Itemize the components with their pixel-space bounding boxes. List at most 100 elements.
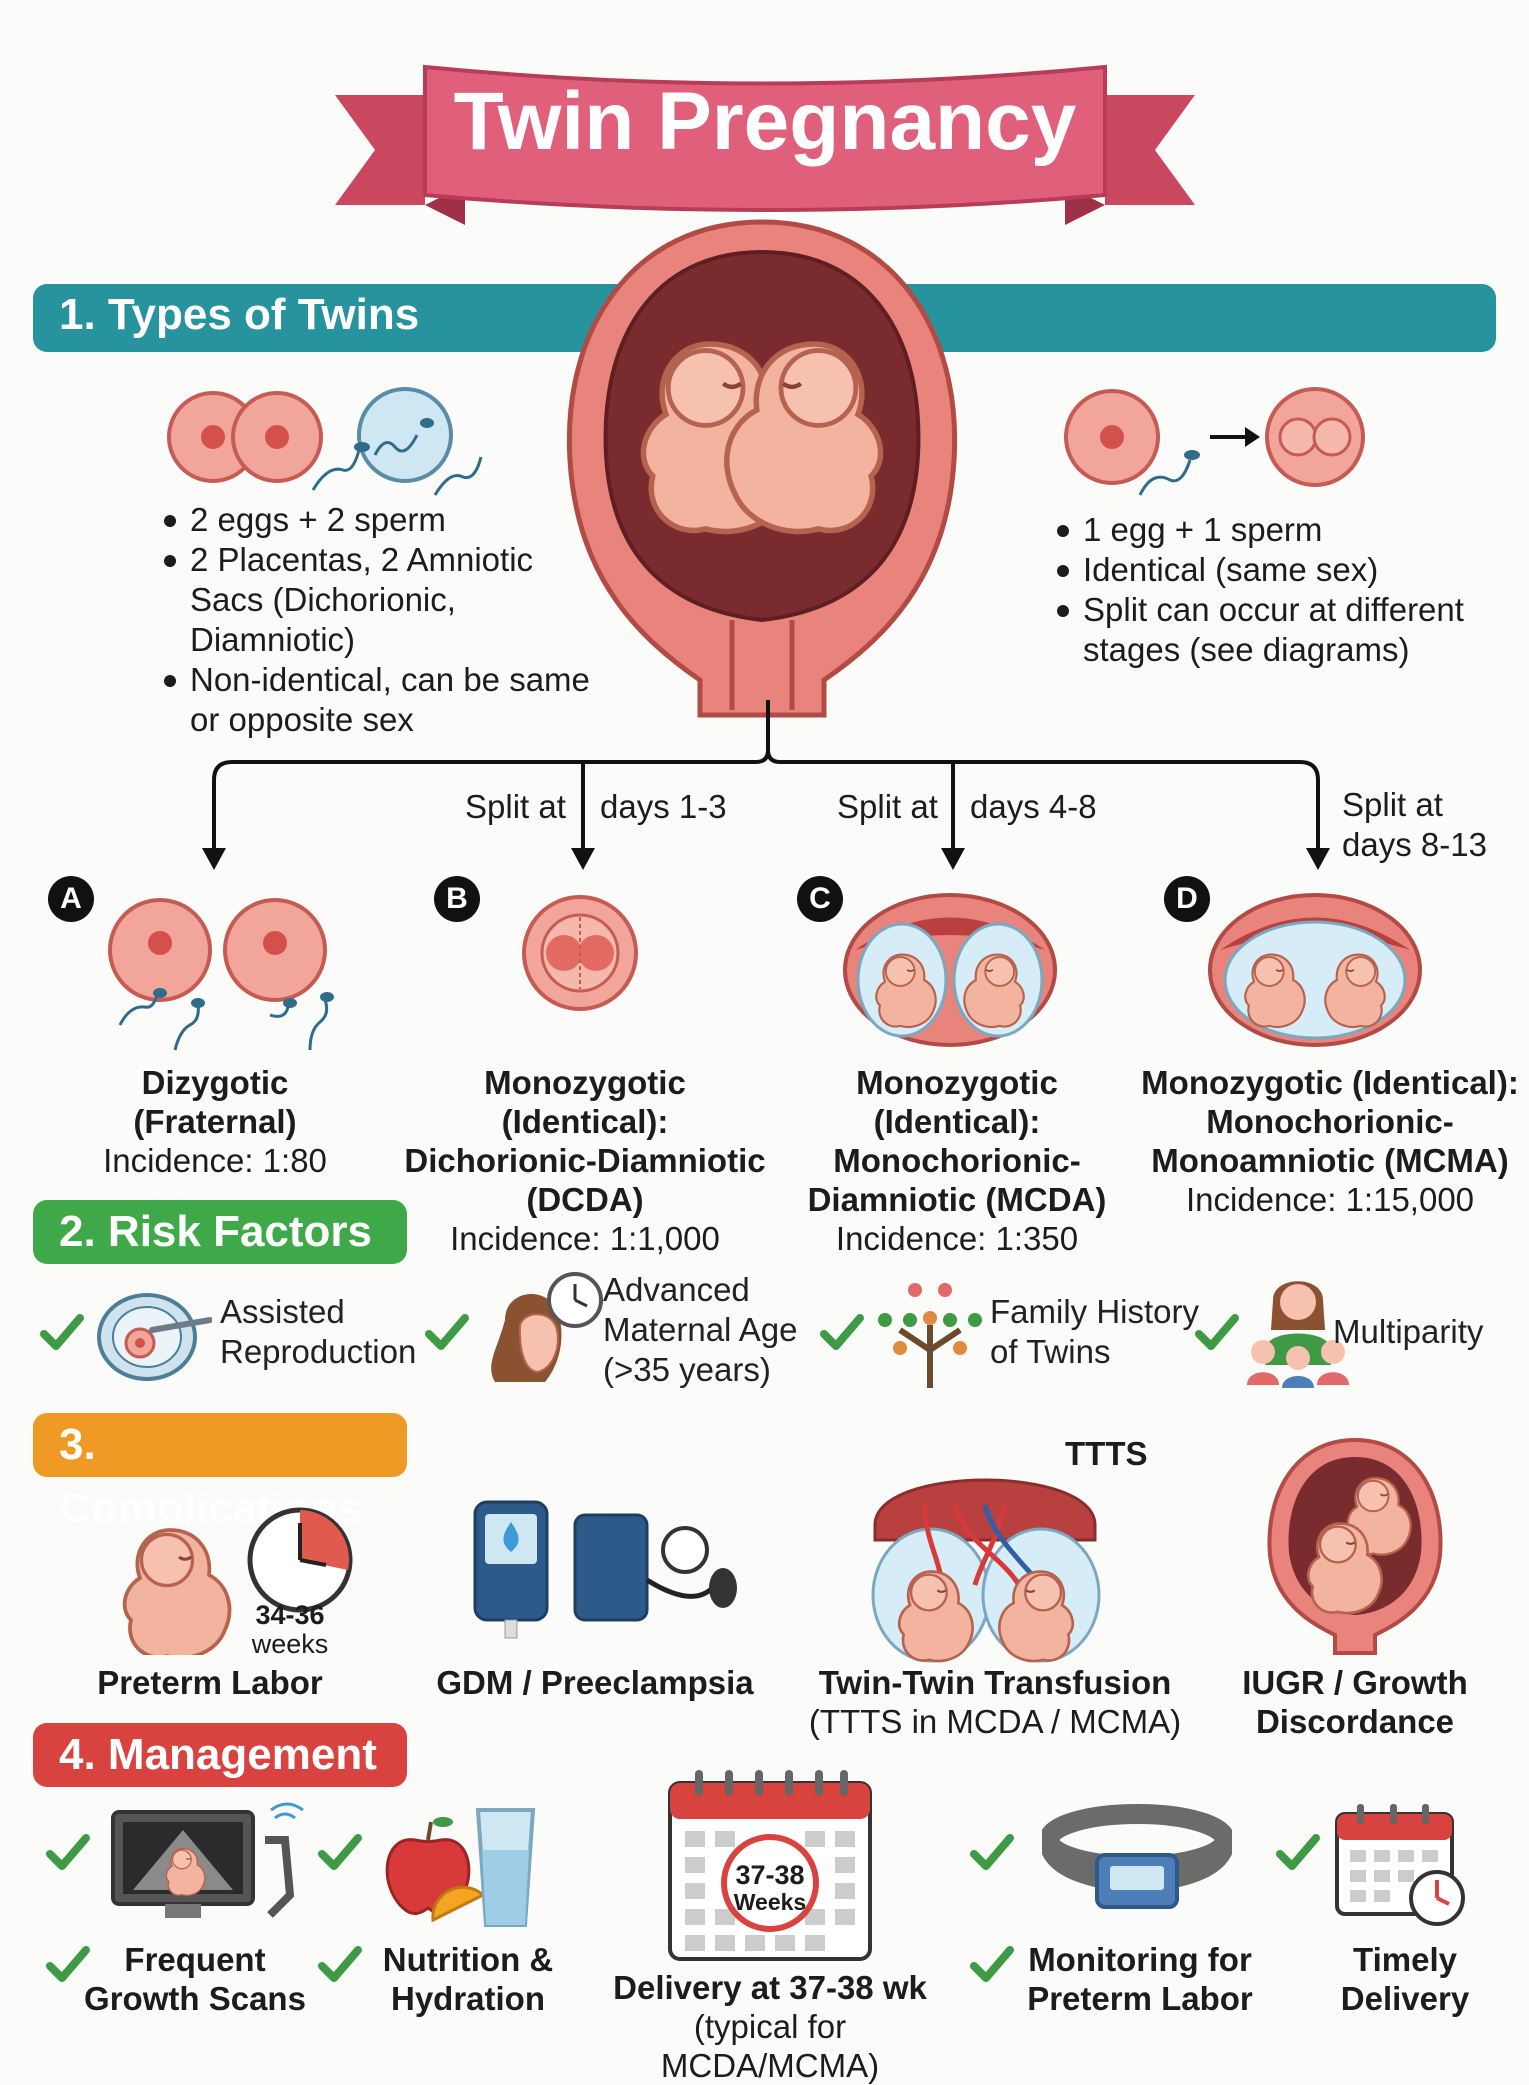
risk-label: Advanced Maternal Age (>35 years) xyxy=(603,1270,797,1390)
uterus-twins-icon xyxy=(1267,1437,1443,1655)
family-tree-icon xyxy=(878,1283,982,1388)
split-d-line2: days 8-13 xyxy=(1342,826,1487,863)
bullet-item: Split can occur at different stages (see… xyxy=(1055,590,1495,670)
dizygotic-bullet-list: 2 eggs + 2 sperm 2 Placentas, 2 Amniotic… xyxy=(162,500,612,740)
mcma-sac-icon xyxy=(1205,880,1425,1050)
apple-water-icon xyxy=(385,1808,536,1927)
title-banner: Twin Pregnancy xyxy=(335,55,1195,230)
type-incidence: Incidence: 1:15,000 xyxy=(1185,1181,1475,1218)
type-name: Monozygotic (Identical): xyxy=(1141,1064,1519,1101)
management-label: Monitoring for Preterm Labor xyxy=(1010,1940,1270,2018)
glucometer-bp-cuff-icon xyxy=(473,1500,737,1639)
check-icon xyxy=(46,1834,90,1870)
type-b-label: Monozygotic (Identical): Dichorionic-Dia… xyxy=(400,1063,770,1258)
complication-ttts: TTTS Twin-Twin Transfusion (TTTS in MCDA… xyxy=(800,1430,1200,1740)
management-label-line: Monitoring for xyxy=(1028,1941,1252,1978)
complication-iugr: IUGR / Growth Discordance xyxy=(1215,1430,1495,1740)
bullet-item: 2 eggs + 2 sperm xyxy=(162,500,612,540)
type-d-label: Monozygotic (Identical): Monochorionic- … xyxy=(1140,1063,1520,1219)
risk-label: Multiparity xyxy=(1333,1313,1484,1350)
management-label-line: Preterm Labor xyxy=(1027,1980,1253,2017)
monozygotic-bullet-list: 1 egg + 1 sperm Identical (same sex) Spl… xyxy=(1055,510,1495,670)
bullet-item: Identical (same sex) xyxy=(1055,550,1495,590)
uterus-illustration xyxy=(562,210,962,720)
split-b-days: days 1-3 xyxy=(600,788,727,825)
fetus-clock-icon xyxy=(122,1507,353,1655)
fetal-monitor-belt-icon xyxy=(1042,1804,1232,1909)
complication-label: GDM / Preeclampsia xyxy=(436,1664,754,1701)
management-delivery-37-38: 37-38 Weeks Delivery at 37-38 wk (typica… xyxy=(585,1760,955,2084)
section-management-title: 4. Management xyxy=(59,1730,377,1779)
complication-preterm: 34-36 weeks Preterm Labor xyxy=(60,1495,360,1705)
risk-label-line: (>35 years) xyxy=(603,1351,771,1388)
section-complications-header: 3. Complications xyxy=(33,1413,407,1533)
risk-factor-maternal-age: Advanced Maternal Age (>35 years) xyxy=(425,1270,815,1400)
management-nutrition: Nutrition & Hydration xyxy=(318,1800,578,2020)
type-c-marker: C xyxy=(797,876,843,922)
risk-label: Family History of Twins xyxy=(990,1292,1199,1372)
type-incidence: Incidence: 1:350 xyxy=(835,1220,1079,1257)
complication-label: IUGR / Growth xyxy=(1242,1664,1468,1701)
woman-clock-icon xyxy=(491,1272,603,1382)
risk-factor-family-history: Family History of Twins xyxy=(820,1280,1200,1390)
calendar-weeks-number: 37-38 xyxy=(735,1860,805,1890)
type-a-marker: A xyxy=(48,876,94,922)
risk-label-line: of Twins xyxy=(990,1333,1111,1370)
complication-gdm: GDM / Preeclampsia xyxy=(425,1490,765,1701)
ribbon-shape xyxy=(335,64,1195,225)
preterm-weeks-unit: weeks xyxy=(251,1629,329,1659)
calendar-weeks-unit: Weeks xyxy=(733,1889,807,1915)
type-name: Dichorionic-Diamniotic xyxy=(404,1142,766,1179)
type-name: Dizygotic xyxy=(141,1064,289,1101)
complication-sublabel: Discordance xyxy=(1255,1703,1455,1740)
complication-label: Preterm Labor xyxy=(97,1664,323,1701)
type-incidence: Incidence: 1:1,000 xyxy=(450,1220,720,1257)
split-arrows xyxy=(0,700,1529,880)
management-label-line: Growth Scans xyxy=(84,1980,306,2017)
check-icon xyxy=(40,1314,84,1350)
management-label-line: Frequent xyxy=(124,1941,266,1978)
type-a-label: Dizygotic (Fraternal) Incidence: 1:80 xyxy=(40,1063,390,1180)
split-c-prefix: Split at xyxy=(837,788,938,825)
dizygotic-eggs-icon xyxy=(80,885,350,1055)
calendar-icon xyxy=(668,1770,872,1961)
management-label-line: Timely xyxy=(1353,1941,1457,1978)
calendar-clock-icon xyxy=(1335,1804,1465,1926)
section-types-title: 1. Types of Twins xyxy=(59,290,420,339)
complication-label: Twin-Twin Transfusion xyxy=(818,1664,1172,1701)
management-label: Delivery at 37-38 wk xyxy=(613,1969,927,2006)
check-icon xyxy=(1195,1314,1239,1350)
check-icon xyxy=(318,1834,362,1870)
ttts-tag: TTTS xyxy=(1065,1435,1148,1472)
one-egg-split-icon xyxy=(1060,385,1370,505)
dcda-split-egg-icon xyxy=(515,895,645,1015)
section-risk-header: 2. Risk Factors xyxy=(33,1200,407,1264)
ultrasound-icon xyxy=(111,1802,304,1918)
type-name: Monoamniotic (MCMA) xyxy=(1151,1142,1509,1179)
bullet-item: Non-identical, can be same or opposite s… xyxy=(162,660,612,740)
risk-label-line: Maternal Age xyxy=(603,1311,798,1348)
management-label-line: Nutrition & xyxy=(382,1941,554,1978)
split-b-prefix: Split at xyxy=(465,788,566,825)
two-eggs-two-sperm-icon xyxy=(165,385,485,505)
management-scans: Frequent Growth Scans xyxy=(40,1800,340,2020)
risk-label-line: Advanced xyxy=(603,1271,750,1308)
type-incidence: Incidence: 1:80 xyxy=(103,1142,327,1179)
type-name: Monozygotic (Identical): xyxy=(484,1064,686,1140)
management-label-line: Delivery xyxy=(1340,1980,1470,2017)
type-name: Monozygotic (Identical): xyxy=(856,1064,1058,1140)
check-icon xyxy=(425,1314,469,1350)
bullet-item: 2 Placentas, 2 Amniotic Sacs (Dichorioni… xyxy=(162,540,612,660)
risk-factor-assisted: Assisted Reproduction xyxy=(40,1280,420,1390)
check-icon xyxy=(820,1314,864,1350)
section-risk-title: 2. Risk Factors xyxy=(59,1207,373,1256)
mother-children-icon xyxy=(1247,1281,1349,1388)
type-c-label: Monozygotic (Identical): Monochorionic- … xyxy=(772,1063,1142,1258)
management-sublabel: (typical for MCDA/MCMA) xyxy=(660,2008,880,2084)
type-name: Monochorionic- xyxy=(833,1142,1081,1179)
type-d-marker: D xyxy=(1164,876,1210,922)
section-management-header: 4. Management xyxy=(33,1723,407,1787)
risk-factor-multiparity: Multiparity xyxy=(1195,1270,1515,1400)
bullet-item: 1 egg + 1 sperm xyxy=(1055,510,1495,550)
type-name: (DCDA) xyxy=(526,1181,644,1218)
